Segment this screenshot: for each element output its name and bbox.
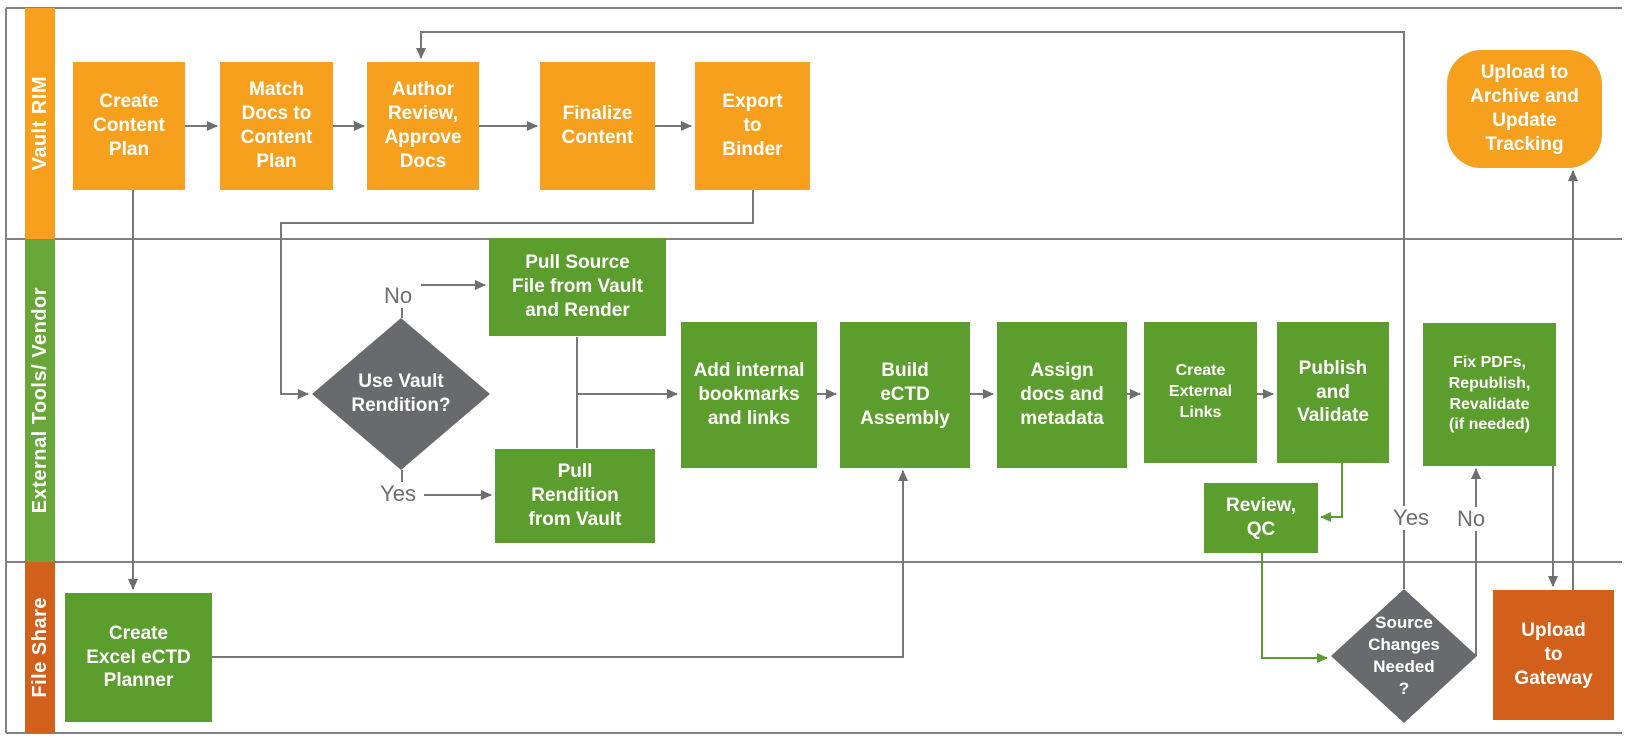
edge-label-rendition-no: No [383,283,413,308]
connector-publish-to-reviewqc [1320,463,1343,522]
node-export-to-binder: Export to Binder [695,62,810,190]
lane-header-vault-rim: Vault RIM [25,8,55,239]
node-add-internal-bookmarks-links: Add internal bookmarks and links [681,322,817,468]
edge-label-changes-no: No [1453,507,1489,531]
node-create-external-links: Create External Links [1144,322,1257,463]
swimlane-frame [5,7,1622,734]
edge-label-rendition-yes: Yes [380,481,416,506]
lane-header-external-tools-vendor: External Tools/ Vendor [25,239,55,562]
lane-label-file-share: File Share [28,597,51,698]
lane-header-file-share: File Share [25,562,55,733]
node-author-review-approve-docs: Author Review, Approve Docs [367,62,479,190]
connector-reviewqc-to-changes-decision [1261,553,1328,663]
lane-label-vault-rim: Vault RIM [28,76,51,171]
node-assign-docs-and-metadata: Assign docs and metadata [997,322,1127,468]
connector-export-to-rendition-decision [280,190,754,399]
node-pull-source-file-from-vault: Pull Source File from Vault and Render [489,238,666,336]
edge-label-changes-yes: Yes [1390,506,1432,530]
node-pull-rendition-from-vault: Pull Rendition from Vault [495,449,655,543]
lane-label-external-tools-vendor: External Tools/ Vendor [28,287,51,514]
connector-planner-to-build [212,470,908,658]
connector-changes-yes-to-author [416,31,1405,589]
node-match-docs-to-content-plan: Match Docs to Content Plan [220,62,333,190]
node-fix-pdfs-republish-revalidate: Fix PDFs, Republish, Revalidate (if need… [1423,323,1556,466]
node-create-excel-ectd-planner: Create Excel eCTD Planner [65,593,212,722]
node-create-content-plan: Create Content Plan [73,62,185,190]
node-finalize-content: Finalize Content [540,62,655,190]
node-upload-to-gateway: Upload to Gateway [1493,590,1614,720]
node-build-ectd-assembly: Build eCTD Assembly [840,322,970,468]
node-upload-to-archive-update-tracking: Upload to Archive and Update Tracking [1447,50,1602,168]
node-review-qc: Review, QC [1204,483,1318,553]
node-publish-and-validate: Publish and Validate [1277,322,1389,463]
